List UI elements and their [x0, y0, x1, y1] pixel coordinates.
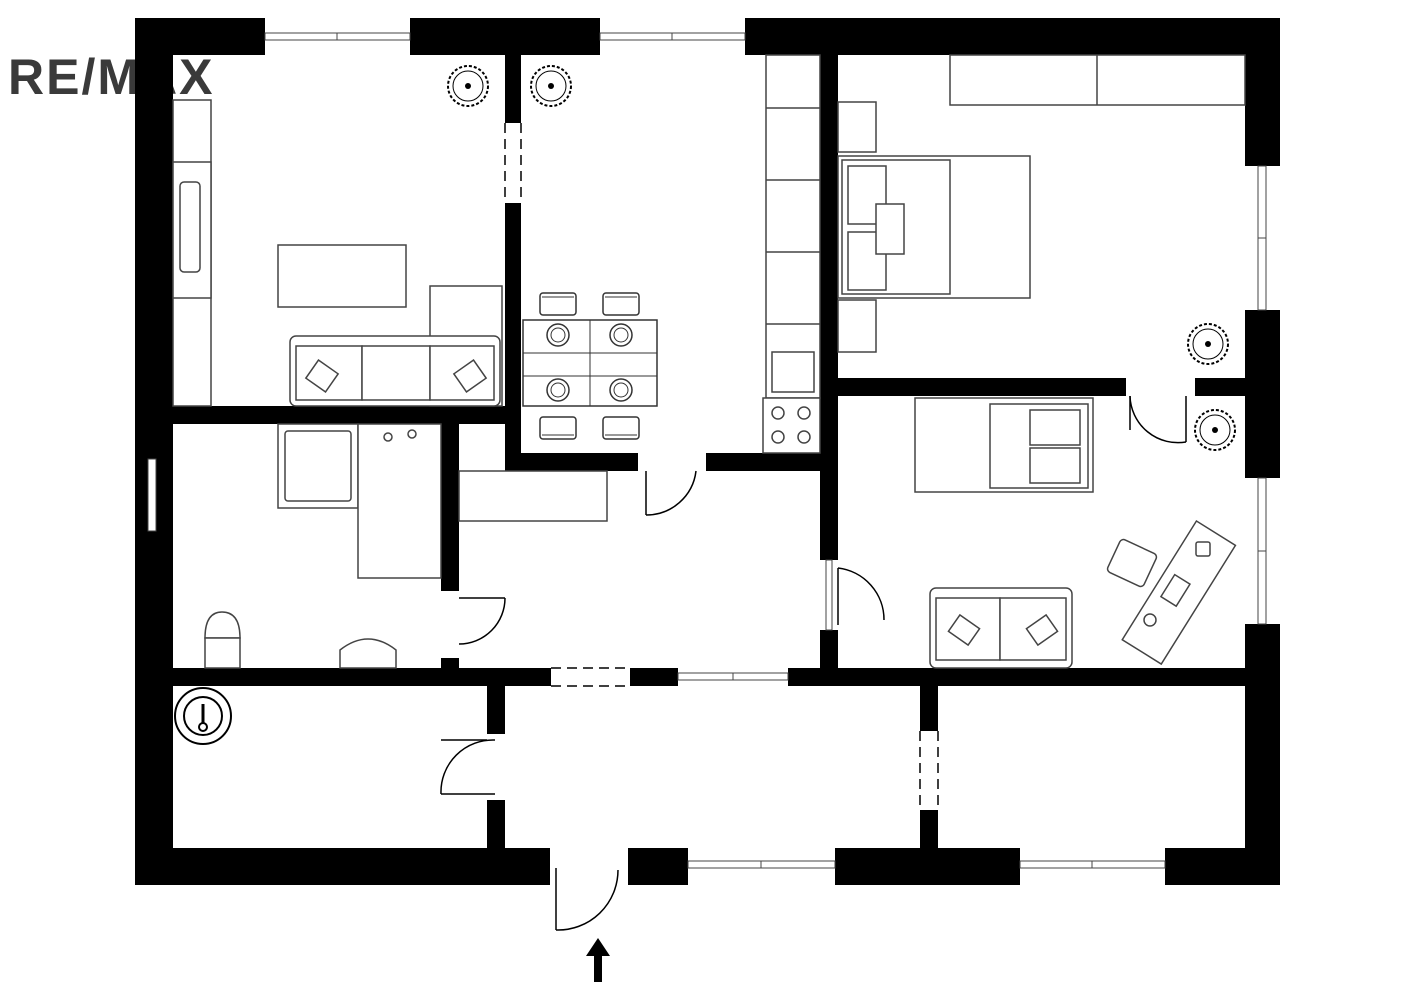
single-bed-icon: [914, 397, 1094, 493]
bathroom-furniture: [204, 423, 442, 669]
dining-table-icon: [522, 292, 658, 440]
desk-icon: [1121, 519, 1237, 666]
windows: [147, 32, 1267, 869]
plant-icon: [1187, 323, 1229, 365]
sofa-icon: [289, 335, 501, 407]
bedroom-furniture: [837, 54, 1246, 353]
boiler-icon: [174, 687, 232, 745]
openings: [504, 123, 939, 810]
nightstand: [837, 101, 877, 153]
living-room-furniture: [172, 99, 503, 407]
washbasin-icon: [339, 638, 397, 669]
plant-icon: [447, 65, 489, 107]
stove-icon: [762, 397, 821, 454]
remax-logo: RE/MAX: [8, 49, 215, 105]
entrance-arrow-icon: [586, 938, 610, 982]
doors: [440, 395, 1187, 931]
nightstand: [837, 299, 877, 353]
kitchen-furniture: [762, 54, 821, 454]
hall-wardrobe: [458, 470, 608, 522]
walls: [135, 18, 1280, 885]
hallway-furniture: [458, 470, 608, 522]
desk-chair: [1106, 538, 1158, 588]
toilet-icon: [204, 611, 241, 669]
bathtub-icon: [357, 423, 442, 579]
coffee-table: [277, 244, 407, 308]
plant-icon: [1194, 409, 1236, 451]
plant-icon: [530, 65, 572, 107]
bed-icon: [837, 155, 1031, 299]
tv-icon: [179, 181, 201, 273]
sofa-icon: [929, 587, 1073, 669]
sink-icon: [771, 351, 815, 393]
office-furniture: [914, 397, 1237, 669]
